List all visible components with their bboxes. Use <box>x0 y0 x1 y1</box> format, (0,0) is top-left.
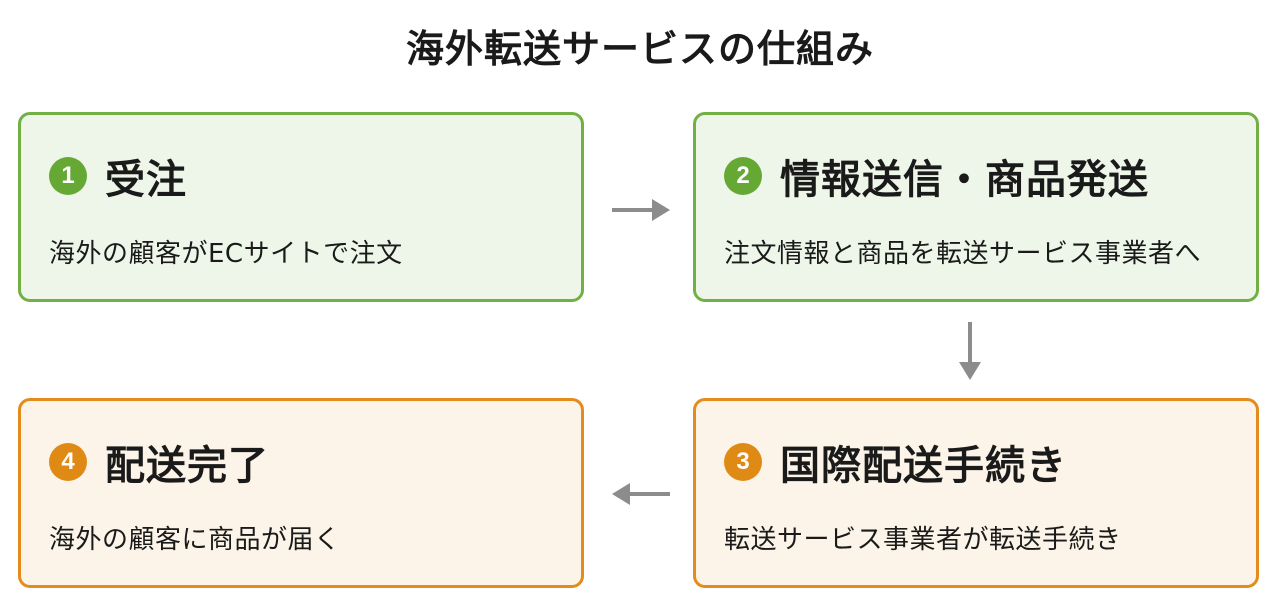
step-card-delivery-complete: 4 配送完了 海外の顧客に商品が届く <box>18 398 584 588</box>
step-number-badge: 1 <box>49 157 87 195</box>
step-description: 海外の顧客に商品が届く <box>49 525 341 555</box>
step-card-send-info: 2 情報送信・商品発送 注文情報と商品を転送サービス事業者へ <box>693 112 1259 302</box>
arrow-left-icon <box>612 483 670 505</box>
step-header: 3 国際配送手続き <box>724 433 1067 491</box>
step-label: 国際配送手続き <box>780 443 1067 489</box>
step-number-badge: 2 <box>724 157 762 195</box>
step-description: 海外の顧客がECサイトで注文 <box>49 239 403 269</box>
step-number-badge: 3 <box>724 443 762 481</box>
step-card-order: 1 受注 海外の顧客がECサイトで注文 <box>18 112 584 302</box>
arrow-down-icon <box>959 322 981 380</box>
step-label: 受注 <box>105 157 187 203</box>
step-header: 2 情報送信・商品発送 <box>724 147 1149 205</box>
arrow-right-icon <box>612 199 670 221</box>
step-card-international-shipping: 3 国際配送手続き 転送サービス事業者が転送手続き <box>693 398 1259 588</box>
step-number-badge: 4 <box>49 443 87 481</box>
step-label: 情報送信・商品発送 <box>780 157 1149 203</box>
step-label: 配送完了 <box>105 443 269 489</box>
step-description: 転送サービス事業者が転送手続き <box>724 525 1122 555</box>
diagram-title: 海外転送サービスの仕組み <box>405 27 874 71</box>
step-header: 4 配送完了 <box>49 433 269 491</box>
step-description: 注文情報と商品を転送サービス事業者へ <box>724 239 1202 269</box>
step-header: 1 受注 <box>49 147 187 205</box>
